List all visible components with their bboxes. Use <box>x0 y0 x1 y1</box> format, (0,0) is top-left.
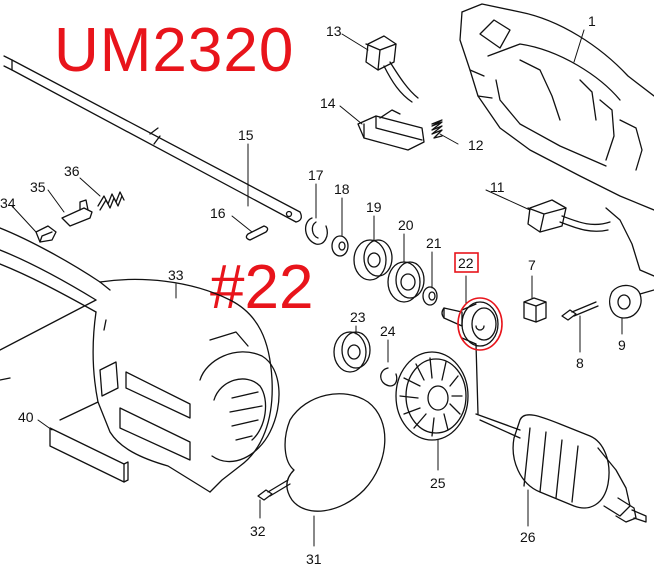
label-19: 19 <box>366 199 382 215</box>
label-26: 26 <box>520 529 536 545</box>
part-13-switch <box>365 35 419 103</box>
part-21-washer <box>422 286 438 306</box>
label-34: 34 <box>0 195 16 211</box>
label-12: 12 <box>468 137 484 153</box>
part-9-cap <box>609 284 654 319</box>
part-11-capacitor <box>527 199 611 233</box>
label-31: 31 <box>306 551 322 567</box>
part-14-lever <box>357 109 425 151</box>
part-40-plate <box>49 427 129 483</box>
part-33-housing <box>0 227 280 493</box>
highlight-ring <box>457 297 503 351</box>
part-24-retaining-ring <box>380 367 398 387</box>
label-13: 13 <box>326 23 342 39</box>
part-20-bearing <box>387 261 425 303</box>
part-15-rod <box>3 55 302 223</box>
model-title: UM2320 <box>54 16 295 85</box>
label-1: 1 <box>588 13 596 29</box>
label-15: 15 <box>238 127 254 143</box>
highlight-box <box>454 252 479 273</box>
part-36-spring <box>97 191 125 211</box>
label-40: 40 <box>18 409 34 425</box>
part-18-washer <box>331 235 349 257</box>
part-7-brush <box>523 297 547 323</box>
label-11: 11 <box>490 179 505 195</box>
part-number-labels: 1 7 8 9 11 12 13 14 15 16 17 18 19 20 21… <box>0 13 626 567</box>
part-34-button <box>35 225 57 243</box>
part-8-screw <box>561 301 599 321</box>
leader-lines <box>11 29 623 547</box>
label-25: 25 <box>430 475 446 491</box>
part-26-armature <box>475 343 647 523</box>
label-17: 17 <box>308 167 324 183</box>
part-19-bearing <box>353 239 393 281</box>
label-7: 7 <box>528 257 536 273</box>
part-25-fan <box>395 351 469 441</box>
label-24: 24 <box>380 323 396 339</box>
label-32: 32 <box>250 523 266 539</box>
part-32-screw <box>257 479 291 501</box>
label-8: 8 <box>576 355 584 371</box>
part-12-spring <box>431 119 443 139</box>
label-16: 16 <box>210 205 226 221</box>
label-35: 35 <box>30 179 46 195</box>
label-21: 21 <box>426 235 442 251</box>
part-35-lever <box>61 199 93 227</box>
label-14: 14 <box>320 95 336 111</box>
part-22-pinion <box>441 301 499 347</box>
label-23: 23 <box>350 309 366 325</box>
part-17-snap-ring <box>305 217 328 245</box>
highlighted-part-label: #22 <box>210 253 314 322</box>
label-18: 18 <box>334 181 350 197</box>
label-36: 36 <box>64 163 80 179</box>
part-31-gasket <box>284 393 386 512</box>
part-16-pin <box>245 225 269 241</box>
label-20: 20 <box>398 217 414 233</box>
part-1-housing <box>459 3 654 277</box>
part-23-bearing <box>333 331 371 373</box>
label-33: 33 <box>168 267 184 283</box>
label-22: 22 <box>458 255 474 271</box>
label-9: 9 <box>618 337 626 353</box>
